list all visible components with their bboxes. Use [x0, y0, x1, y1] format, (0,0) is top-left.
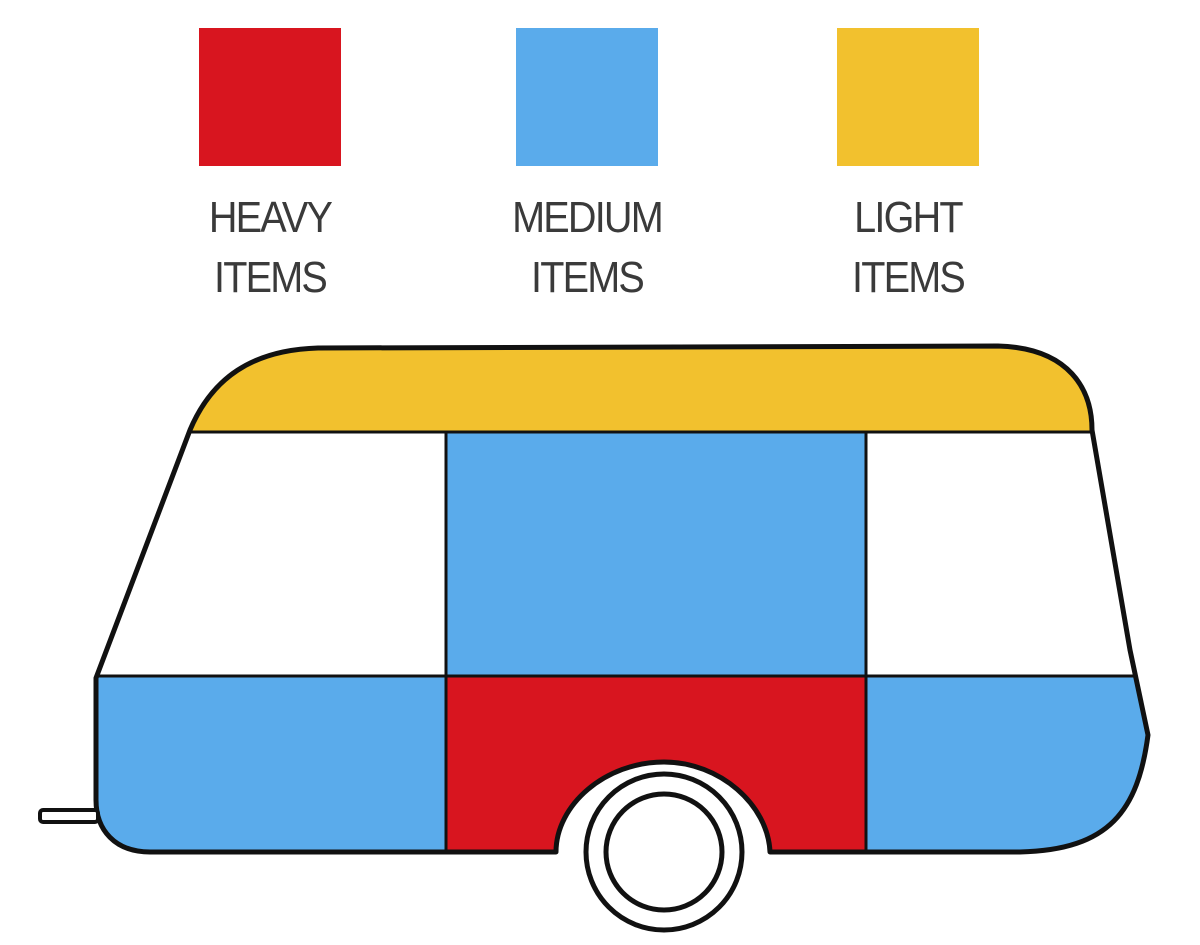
zone-dividers — [96, 430, 1148, 852]
legend-item-light: LIGHT ITEMS — [798, 24, 1018, 308]
medium-label-line2: ITEMS — [530, 253, 645, 302]
light-items-label: LIGHT ITEMS — [809, 188, 1007, 308]
medium-items-swatch — [516, 28, 658, 166]
lower-right-zone — [866, 676, 1148, 852]
wheel-hub — [603, 791, 725, 913]
medium-label-line1: MEDIUM — [512, 193, 664, 242]
heavy-label-line2: ITEMS — [213, 253, 328, 302]
legend-item-medium: MEDIUM ITEMS — [477, 24, 697, 308]
light-items-swatch — [837, 28, 979, 166]
lower-left-zone — [96, 676, 446, 852]
light-label-line1: LIGHT — [854, 193, 963, 242]
tow-hitch — [38, 808, 100, 824]
wheel — [583, 771, 745, 933]
roof-zone — [96, 346, 1148, 432]
tow-hitch-bar — [38, 808, 100, 824]
weight-legend: HEAVY ITEMS MEDIUM ITEMS LIGHT ITEMS — [0, 24, 1200, 304]
heavy-items-label: HEAVY ITEMS — [171, 188, 369, 308]
upper-left-zone — [96, 432, 446, 676]
medium-items-label: MEDIUM ITEMS — [488, 188, 686, 308]
upper-center-zone — [446, 432, 866, 676]
legend-item-heavy: HEAVY ITEMS — [160, 24, 380, 308]
light-label-line2: ITEMS — [851, 253, 966, 302]
heavy-items-swatch — [199, 28, 341, 166]
upper-right-zone — [866, 432, 1148, 676]
caravan-outline — [93, 343, 1151, 855]
heavy-label-line1: HEAVY — [208, 193, 333, 242]
